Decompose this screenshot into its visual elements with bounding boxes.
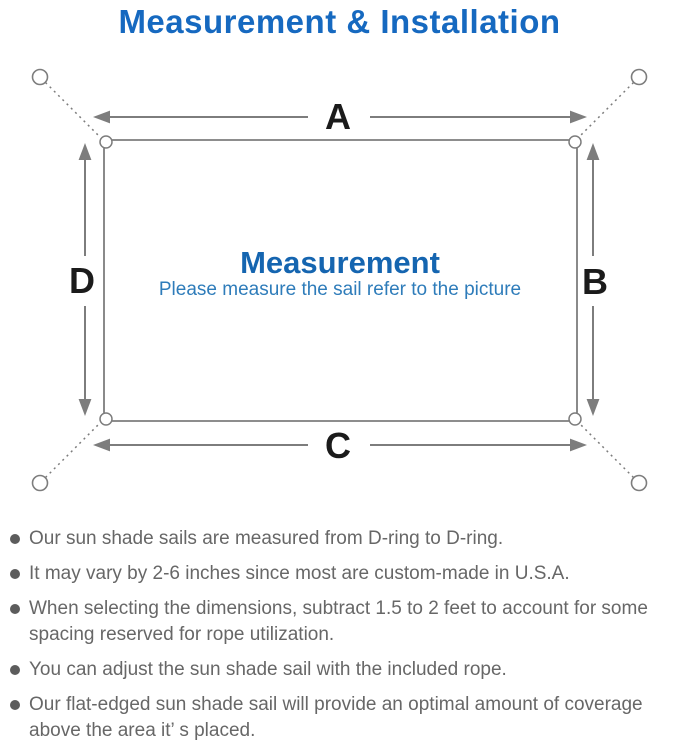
sail-measurement-diagram: A C D [0,55,679,510]
list-item: Our flat-edged sun shade sail will provi… [0,692,679,744]
dimension-arrow-b: B [582,143,608,416]
dimension-arrow-a: A [93,96,587,137]
sail-corner-d-rings [99,135,582,426]
list-item: You can adjust the sun shade sail with t… [0,657,679,683]
arrow-b-bottom-head-icon [586,399,600,416]
arrow-d-bottom-head-icon [78,399,92,416]
list-item: It may vary by 2-6 inches since most are… [0,561,679,587]
arrow-b-top-head-icon [586,143,600,160]
dimension-label-b: B [582,261,608,302]
tether-line-bottom-left [44,422,101,479]
center-caption-title: Measurement [240,245,440,280]
dimension-label-d: D [69,260,95,301]
arrow-a-right-head-icon [570,110,587,124]
bullet-dot-icon [10,700,20,710]
anchor-ring-icon-top-left [31,68,49,86]
list-item-text: You can adjust the sun shade sail with t… [29,659,507,680]
arrow-c-left-head-icon [93,438,110,452]
anchor-rings [31,68,648,492]
list-item: When selecting the dimensions, subtract … [0,596,679,648]
anchor-ring-icon-bottom-right [630,474,648,492]
page-title: Measurement & Installation [118,3,561,40]
list-item-text: It may vary by 2-6 inches since most are… [29,563,570,584]
dimension-arrow-d: D [69,143,95,416]
arrow-a-left-head-icon [93,110,110,124]
arrow-d-top-head-icon [78,143,92,160]
anchor-ring-icon-top-right [630,68,648,86]
tether-line-bottom-right [578,422,635,479]
diagram-canvas: A C D [31,68,648,492]
dimension-label-a: A [325,96,351,137]
d-ring-icon-bottom-left [99,412,113,426]
sail-outline [103,139,578,422]
bullet-dot-icon [10,534,20,544]
d-ring-icon-top-right [568,135,582,149]
bullet-dot-icon [10,665,20,675]
tether-line-top-left [44,81,101,138]
diagram-center-caption: Measurement Please measure the sail refe… [159,245,521,300]
instruction-list: Our sun shade sails are measured from D-… [0,526,679,753]
d-ring-icon-bottom-right [568,412,582,426]
dimension-arrow-c: C [93,425,587,466]
tether-line-top-right [578,81,635,138]
tether-lines [44,81,635,479]
list-item-text: Our flat-edged sun shade sail will provi… [29,694,643,741]
dimension-label-c: C [325,425,351,466]
list-item-text: When selecting the dimensions, subtract … [29,598,648,645]
arrow-c-right-head-icon [570,438,587,452]
bullet-dot-icon [10,604,20,614]
list-item-text: Our sun shade sails are measured from D-… [29,528,504,549]
list-item: Our sun shade sails are measured from D-… [0,526,679,552]
anchor-ring-icon-bottom-left [31,474,49,492]
d-ring-icon-top-left [99,135,113,149]
center-caption-subtitle: Please measure the sail refer to the pic… [159,279,521,300]
bullet-dot-icon [10,569,20,579]
